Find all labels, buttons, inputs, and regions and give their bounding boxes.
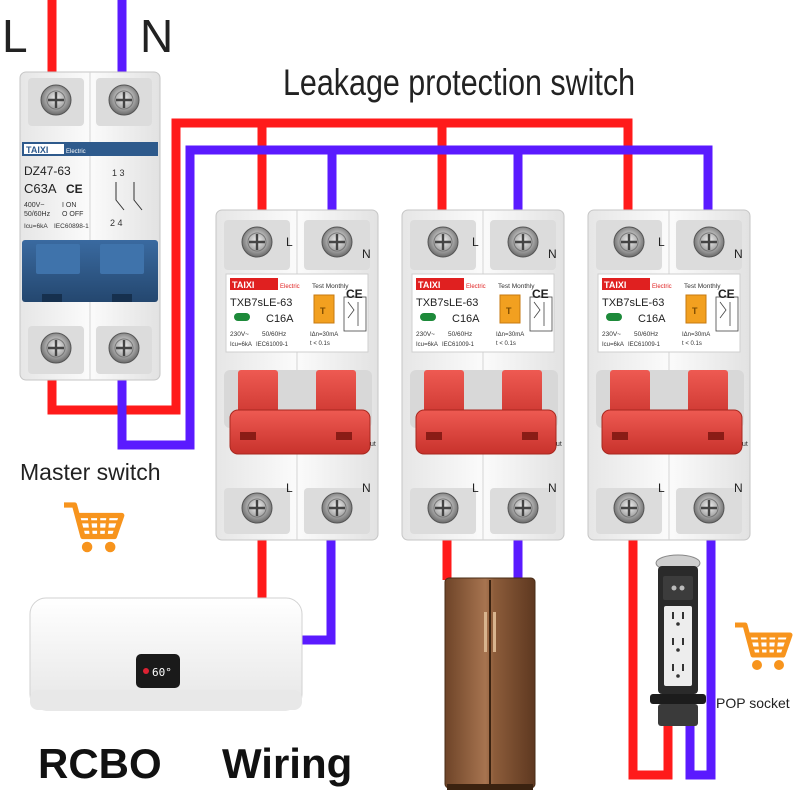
rcbo-1-terminal-n-top: N: [362, 247, 371, 261]
rcbo-1-rating: C16A: [266, 313, 294, 325]
master-standard: IEC60898-1: [54, 223, 89, 230]
rcbo-2-trip-time: t < 0.1s: [496, 341, 516, 347]
neutral-label: N: [140, 10, 173, 62]
rcbo-3-rating: C16A: [638, 313, 666, 325]
rcbo-1-trip-time: t < 0.1s: [310, 341, 330, 347]
rcbo-3-leak: IΔn=30mA: [682, 332, 710, 338]
rcbo-3-out-label: ut: [742, 441, 748, 448]
rcbo-2-terminal-n-top: N: [548, 247, 557, 261]
rcbo-2-out-label: ut: [556, 441, 562, 448]
rcbo-3-terminal-l-top: L: [658, 235, 665, 249]
rcbo-3-standard: IEC61009-1: [628, 342, 661, 348]
rcbo-1-test-label: Test Monthly: [312, 283, 349, 290]
rcbo-2-brand: TAIXI: [418, 280, 440, 290]
rcbo-1-terminal-l-top: L: [286, 235, 293, 249]
master-breaker[interactable]: TAIXI Electric DZ47-63 C63A CE 400V~ 50/…: [19, 71, 161, 381]
rcbo-1-out-label: ut: [370, 441, 376, 448]
rcbo-3-ce-mark: CE: [718, 287, 735, 301]
water-heater-display: [136, 654, 180, 688]
rcbo-3-trip-time: t < 0.1s: [682, 341, 702, 347]
rcbo-3-terminal-n-top: N: [734, 247, 743, 261]
rcbo-1-voltage: 230V~: [230, 331, 249, 338]
rcbo-1-frequency: 50/60Hz: [262, 331, 286, 338]
rcbo-1-brand-sub: Electric: [280, 284, 300, 290]
master-switch-label: Master switch: [20, 459, 161, 485]
rcbo-3-terminal-l-bottom: L: [658, 481, 665, 495]
rcbo-1[interactable]: TAIXI Electric Test Monthly CE TXB7sLE-6…: [216, 210, 378, 540]
rcbo-2-terminal-l-bottom: L: [472, 481, 479, 495]
rcbo-3-brand: TAIXI: [604, 280, 626, 290]
water-heater: 60°: [29, 597, 303, 711]
rcbo-1-ce-mark: CE: [346, 287, 363, 301]
rcbo-2-model: TXB7sLE-63: [416, 297, 478, 309]
pop-socket-label: POP socket: [716, 695, 790, 711]
master-on: I ON: [62, 202, 76, 209]
line-label: L: [2, 10, 28, 62]
line-wires: [47, 0, 673, 780]
shopping-cart-icon[interactable]: [64, 505, 122, 552]
rcbo-2-ce-mark: CE: [532, 287, 549, 301]
rcbo-2-test-label: Test Monthly: [498, 283, 535, 290]
refrigerator: [444, 577, 536, 790]
master-poles-top: 1 3: [112, 168, 125, 178]
rcbo-3-test-label: Test Monthly: [684, 283, 721, 290]
shopping-cart-icon[interactable]: [735, 625, 790, 670]
rcbo-1-terminal-n-bottom: N: [362, 481, 371, 495]
rcbo-2-terminal-l-top: L: [472, 235, 479, 249]
rcbo-3-voltage: 230V~: [602, 331, 621, 338]
pop-socket: [650, 554, 706, 726]
master-brand: TAIXI: [26, 145, 48, 155]
master-poles-bottom: 2 4: [110, 218, 123, 228]
rcbo-3-test-button[interactable]: T: [692, 306, 698, 316]
rcbo-3-icu: Icu=6kA: [602, 342, 624, 348]
heading-title: Leakage protection switch: [283, 62, 635, 103]
rcbo-2-rating: C16A: [452, 313, 480, 325]
rcbo-3-model: TXB7sLE-63: [602, 297, 664, 309]
master-brand-sub: Electric: [66, 149, 86, 155]
rcbo-2-test-button[interactable]: T: [506, 306, 512, 316]
rcbo-2-terminal-n-bottom: N: [548, 481, 557, 495]
rcbo-1-model: TXB7sLE-63: [230, 297, 292, 309]
rcbo-title: RCBO: [38, 740, 162, 787]
rcbo-2-standard: IEC61009-1: [442, 342, 475, 348]
rcbo-2-brand-sub: Electric: [466, 284, 486, 290]
rcbo-1-standard: IEC61009-1: [256, 342, 289, 348]
rcbo-1-test-button[interactable]: T: [320, 306, 326, 316]
rcbo-3-terminal-n-bottom: N: [734, 481, 743, 495]
rcbo-2-leak: IΔn=30mA: [496, 332, 524, 338]
neutral-wires: [117, 0, 716, 780]
rcbo-2-icu: Icu=6kA: [416, 342, 438, 348]
rcbo-3[interactable]: TAIXI Electric Test Monthly CE TXB7sLE-6…: [588, 210, 750, 540]
rcbo-1-icu: Icu=6kA: [230, 342, 252, 348]
master-frequency: 50/60Hz: [24, 211, 51, 218]
rcbo-1-terminal-l-bottom: L: [286, 481, 293, 495]
master-icu: Icu=6kA: [24, 223, 48, 230]
rcbo-2-voltage: 230V~: [416, 331, 435, 338]
master-ce-mark: CE: [66, 182, 83, 196]
master-model: DZ47-63: [24, 164, 71, 178]
water-heater-temperature: 60°: [152, 666, 172, 679]
master-off: O OFF: [62, 211, 83, 218]
rcbo-2-frequency: 50/60Hz: [448, 331, 472, 338]
rcbo-1-leak: IΔn=30mA: [310, 332, 338, 338]
wiring-title: Wiring: [222, 740, 352, 787]
rcbo-3-brand-sub: Electric: [652, 284, 672, 290]
master-rating: C63A: [24, 181, 57, 196]
rcbo-3-frequency: 50/60Hz: [634, 331, 658, 338]
rcbo-1-brand: TAIXI: [232, 280, 254, 290]
master-voltage: 400V~: [24, 202, 44, 209]
rcbo-2[interactable]: TAIXI Electric Test Monthly CE TXB7sLE-6…: [402, 210, 564, 540]
